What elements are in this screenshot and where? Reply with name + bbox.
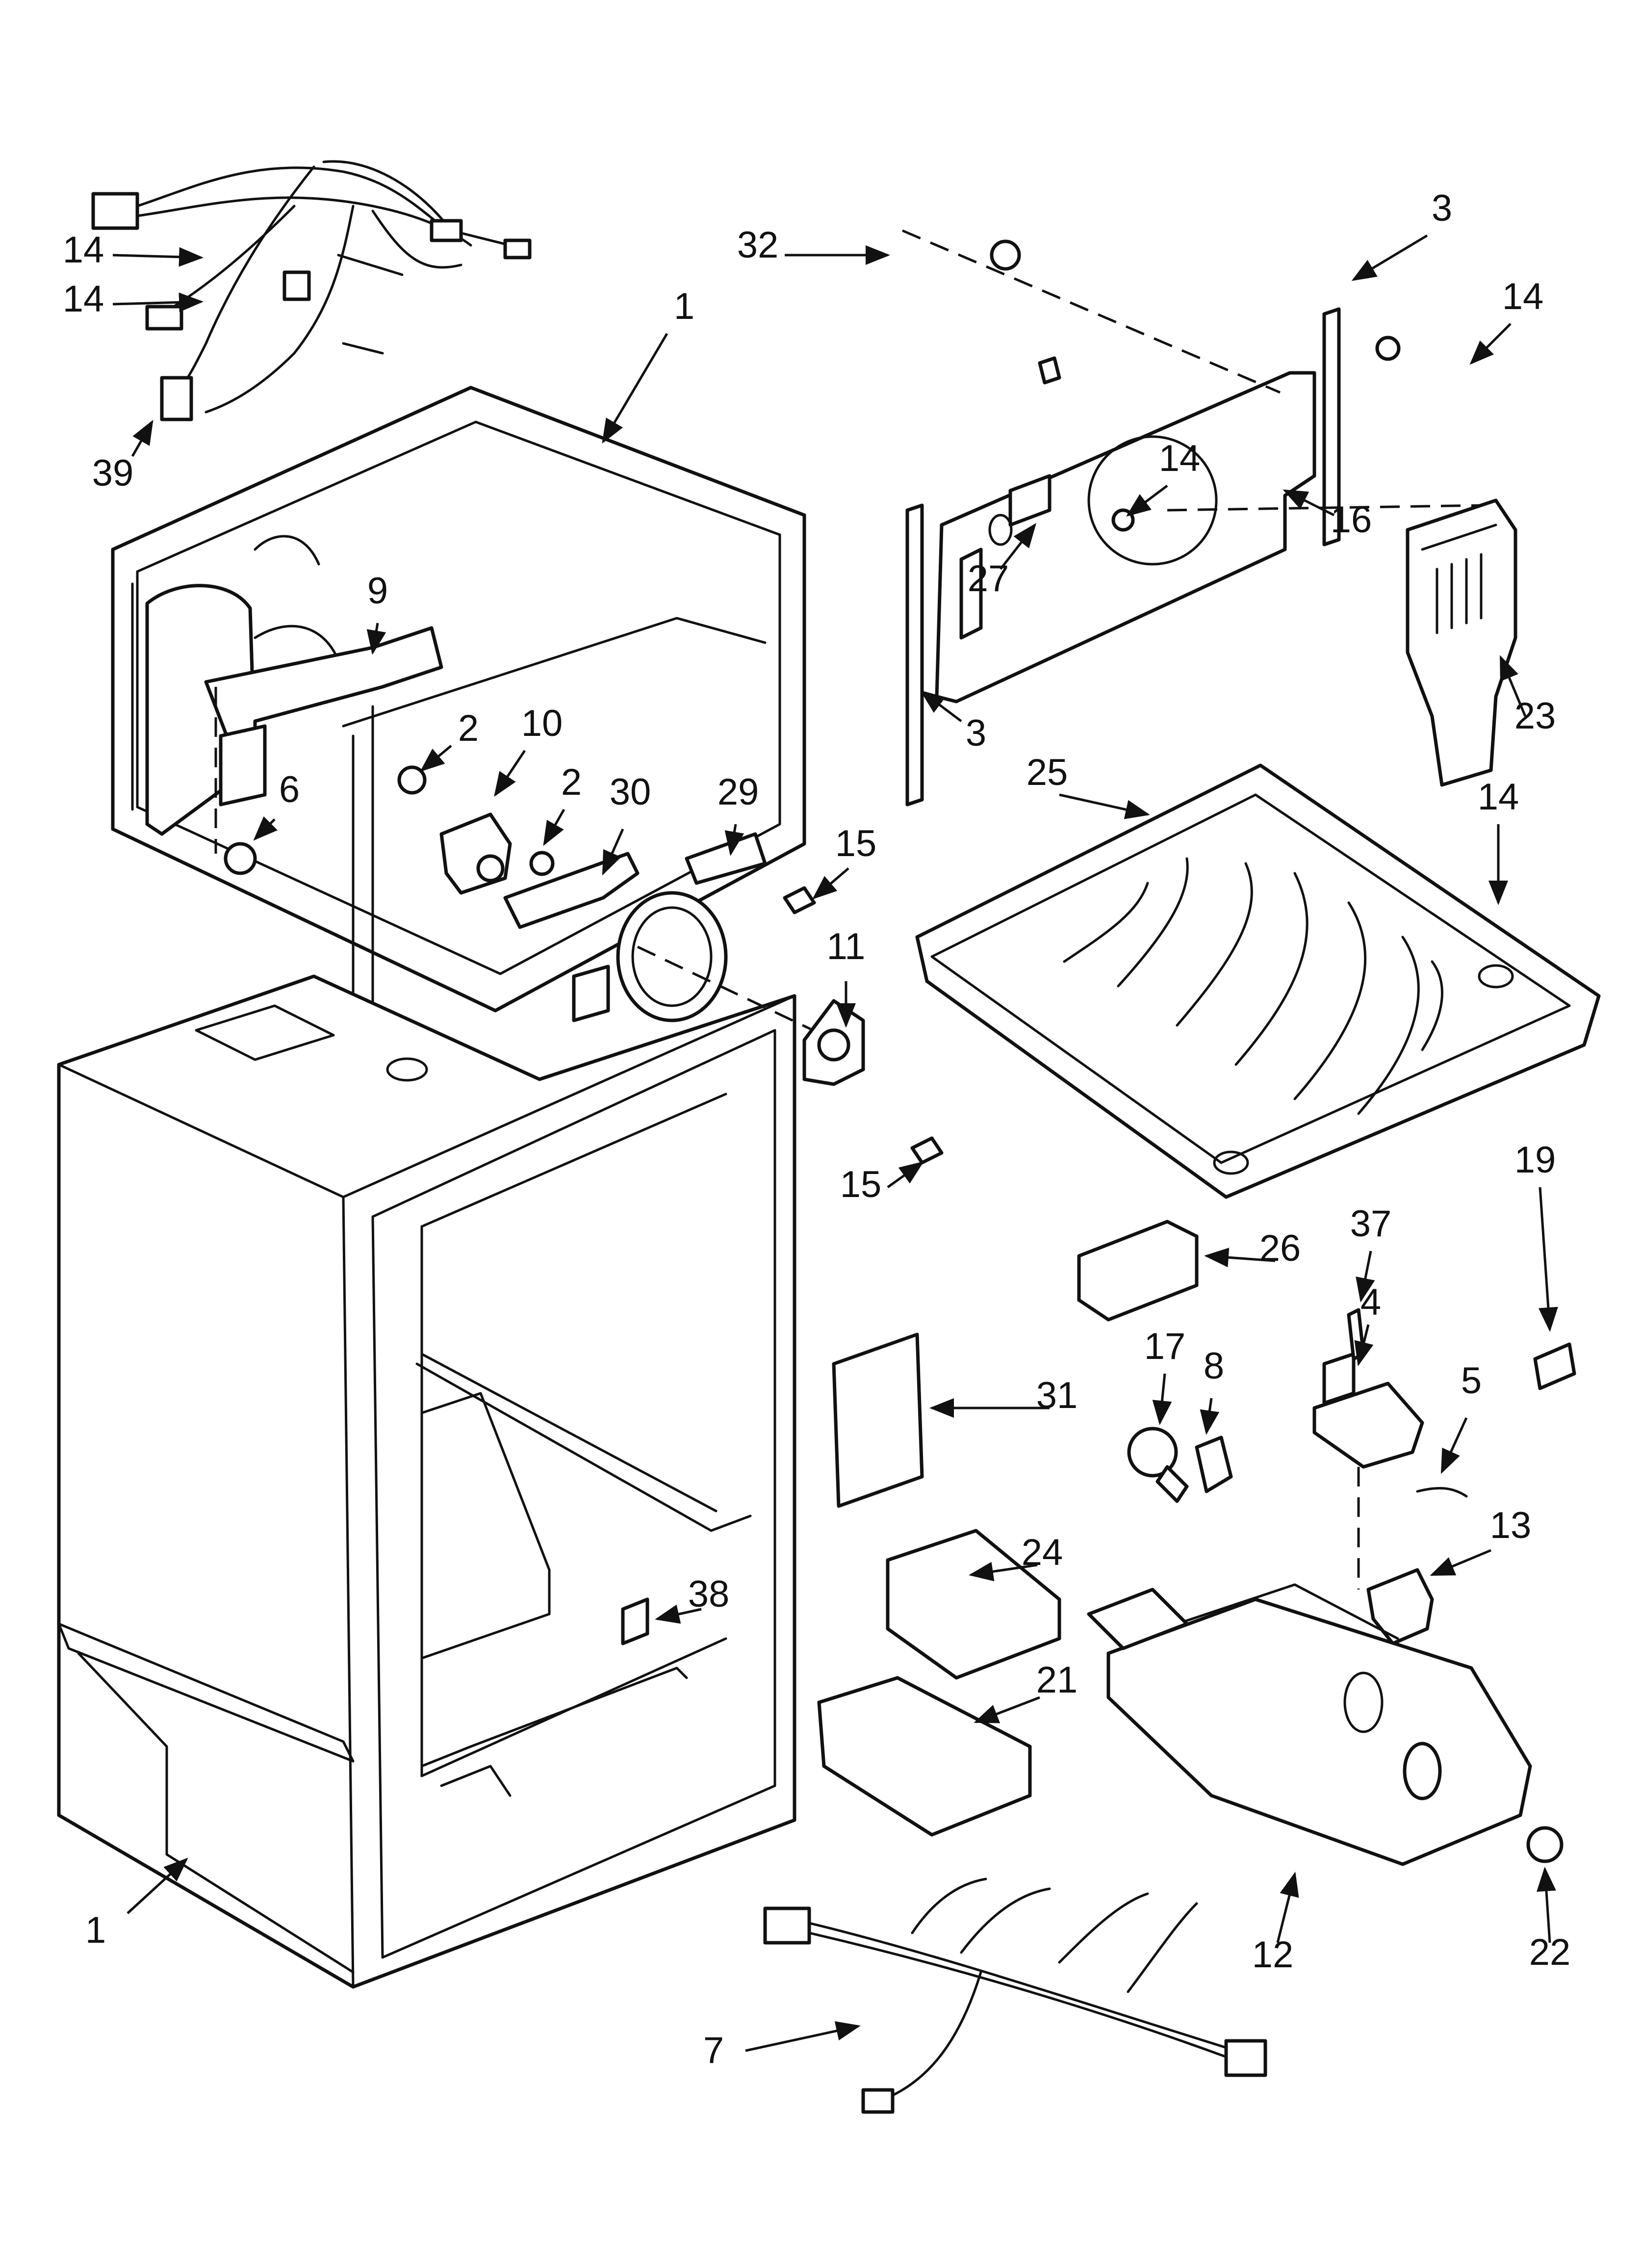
callout-label: 25 (1026, 752, 1068, 793)
callout-label: 14 (63, 229, 104, 271)
callout-label: 3 (966, 712, 986, 754)
callout-leader (112, 292, 204, 313)
divider-shelf (915, 763, 1601, 1199)
callout-leader (1469, 323, 1512, 365)
callout-label: 31 (1036, 1375, 1078, 1416)
callout-label: 1 (674, 286, 694, 327)
callout-label: 14 (63, 278, 104, 320)
callout-leader (1499, 655, 1527, 717)
callout-label: 26 (1259, 1227, 1301, 1269)
callout-label: 39 (92, 452, 134, 494)
callout-leader (1354, 1324, 1374, 1366)
callout-label: 37 (1350, 1203, 1392, 1245)
callout-leader (1283, 489, 1335, 517)
callout-label: 15 (840, 1164, 882, 1205)
callout-leader (112, 247, 204, 267)
callout-label: 14 (1502, 276, 1544, 317)
callout-leader (812, 867, 849, 900)
callout-leader (920, 690, 962, 722)
callout-leader (1204, 1248, 1276, 1268)
callout-leader (1538, 1187, 1558, 1332)
callout-leader (494, 750, 526, 797)
callout-leader (602, 333, 668, 444)
lower-wiring-harness (763, 1877, 1267, 2114)
callout-label: 13 (1490, 1505, 1532, 1546)
callout-leader (1430, 1549, 1491, 1576)
callout-leader (131, 419, 154, 457)
callout-leader (969, 1562, 1038, 1582)
callout-leader (1059, 793, 1150, 819)
callout-leader (1200, 1398, 1220, 1435)
callout-label: 32 (737, 224, 779, 266)
callout-leader (420, 745, 452, 772)
callout-label: 14 (1159, 438, 1201, 479)
callout-leader (1000, 523, 1037, 570)
callout-leader (1276, 1872, 1299, 1943)
callout-label: 3 (1432, 187, 1452, 229)
callout-label: 5 (1461, 1360, 1482, 1402)
callout-label: 19 (1514, 1139, 1556, 1181)
callout-leader (655, 1604, 702, 1624)
callout-leader (127, 1857, 188, 1914)
callout-label: 1 (85, 1909, 106, 1951)
callout-label: 8 (1204, 1345, 1224, 1387)
callout-label: 12 (1252, 1934, 1294, 1976)
callout-leader (1126, 485, 1168, 517)
callout-leader (745, 2021, 861, 2052)
callout-label: 29 (718, 771, 759, 813)
callout-label: 10 (521, 703, 563, 744)
callout-label: 30 (610, 771, 651, 813)
callout-leader (366, 623, 386, 655)
callout-leader (1537, 1867, 1556, 1943)
callout-label: 38 (688, 1573, 730, 1615)
callout-leader (887, 1161, 924, 1189)
callout-label: 23 (1514, 695, 1556, 737)
callout-leader (543, 808, 565, 846)
callout-label: 6 (279, 769, 300, 810)
callout-label: 17 (1144, 1326, 1186, 1367)
top-wiring-harness (91, 160, 532, 421)
callout-label: 15 (835, 823, 877, 864)
callout-leader (1356, 1251, 1375, 1303)
callout-label: 11 (827, 926, 866, 967)
callout-label: 14 (1478, 776, 1519, 818)
callout-leader (253, 816, 278, 841)
callout-label: 2 (458, 707, 479, 749)
callout-leader (724, 824, 744, 856)
callout-leader (602, 828, 624, 876)
callout-label: 21 (1036, 1659, 1078, 1701)
dispenser-housing (1087, 1583, 1564, 1866)
callout-label: 27 (968, 558, 1009, 600)
callout-leader (1440, 1417, 1468, 1474)
callout-label: 2 (561, 761, 582, 803)
callout-label: 9 (367, 570, 388, 612)
callout-leader (1152, 1373, 1172, 1425)
callout-label: 16 (1331, 499, 1372, 541)
fresh-food-liner (57, 974, 796, 1989)
rear-panel (902, 229, 1487, 807)
callout-leader (1351, 234, 1428, 281)
fan-cover (1406, 498, 1517, 787)
callout-leader (974, 1696, 1040, 1723)
callout-label: 7 (703, 2030, 724, 2071)
